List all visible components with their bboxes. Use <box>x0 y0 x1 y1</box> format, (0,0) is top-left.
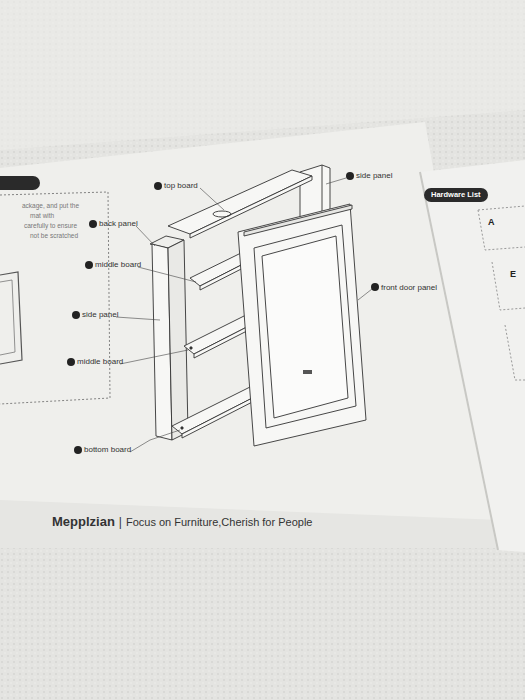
part-label: side panel <box>356 172 392 180</box>
separator: | <box>119 515 122 529</box>
node-text: A <box>484 216 499 230</box>
note-text: ackage, and put the <box>22 203 79 210</box>
note-text: mat with <box>30 213 54 220</box>
leader-lines <box>116 178 372 452</box>
part-label: top board <box>164 182 198 190</box>
cabinet-exploded <box>150 165 366 446</box>
part-label: back panel <box>99 220 138 228</box>
hardware-item: A <box>484 216 499 230</box>
brand-line: Mepplzian | Focus on Furniture,Cherish for… <box>52 514 312 529</box>
slogan: Focus on Furniture,Cherish for People <box>126 516 312 528</box>
part-label: front door panel <box>381 284 437 292</box>
brand-name: Mepplzian <box>52 514 115 529</box>
part-label: bottom board <box>84 446 131 454</box>
note-text: carefully to ensure <box>24 223 77 230</box>
part-label: side panel <box>82 311 118 319</box>
part-label: middle board <box>95 261 141 269</box>
note-text: not be scratched <box>30 233 78 240</box>
hardware-item: E <box>506 268 520 282</box>
front-door-panel <box>238 204 366 446</box>
hardware-heading: Hardware ListAE <box>424 188 488 202</box>
part-label: middle board <box>77 358 123 366</box>
node-text: E <box>506 268 520 282</box>
node-text: Hardware List <box>424 188 488 202</box>
note-box <box>0 192 110 404</box>
callout-dots <box>67 172 379 454</box>
section-tab <box>0 176 40 190</box>
next-page <box>420 160 525 552</box>
